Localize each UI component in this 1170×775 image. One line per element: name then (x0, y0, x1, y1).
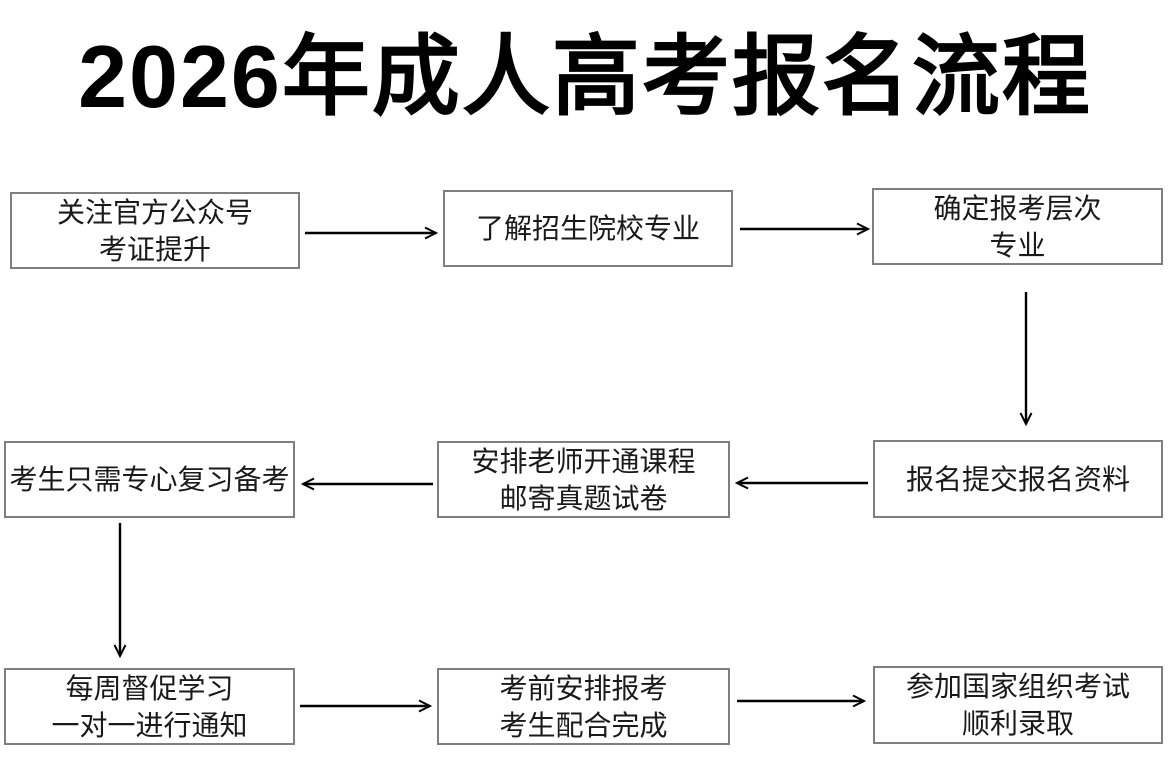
step-text-line: 考生只需专心复习备考 (9, 464, 290, 495)
flow-step-learn-programs: 了解招生院校专业 (443, 190, 733, 267)
page-title: 2026年成人高考报名流程 (78, 27, 1092, 126)
step-text-line: 考证提升 (98, 233, 211, 265)
step-text-line: 了解招生院校专业 (475, 213, 700, 244)
flow-step-focus-review: 考生只需专心复习备考 (4, 441, 295, 518)
step-text-line: 顺利录取 (961, 708, 1074, 739)
flow-step-take-exam: 参加国家组织考试 顺利录取 (873, 666, 1163, 744)
step-text-line: 参加国家组织考试 (905, 671, 1130, 702)
step-text-line: 考生配合完成 (499, 709, 668, 741)
step-text-line: 确定报考层次 (933, 192, 1102, 224)
step-text-line: 关注官方公众号 (56, 196, 253, 228)
flow-step-pre-exam-arrangement: 考前安排报考 考生配合完成 (437, 668, 730, 745)
flow-step-submit-materials: 报名提交报名资料 (873, 440, 1163, 518)
step-text-line: 专业 (989, 229, 1046, 261)
step-text-line: 一对一进行通知 (51, 709, 248, 741)
flow-step-follow-official-account: 关注官方公众号 考证提升 (10, 192, 300, 269)
step-text-line: 报名提交报名资料 (905, 463, 1130, 495)
step-text-line: 安排老师开通课程 (471, 445, 696, 477)
flow-step-confirm-level: 确定报考层次 专业 (872, 188, 1163, 265)
flow-step-course-setup: 安排老师开通课程 邮寄真题试卷 (437, 441, 730, 518)
step-text-line: 邮寄真题试卷 (499, 482, 668, 514)
step-text-line: 考前安排报考 (499, 672, 668, 704)
step-text-line: 每周督促学习 (65, 672, 234, 704)
flow-step-weekly-supervision: 每周督促学习 一对一进行通知 (4, 668, 295, 745)
